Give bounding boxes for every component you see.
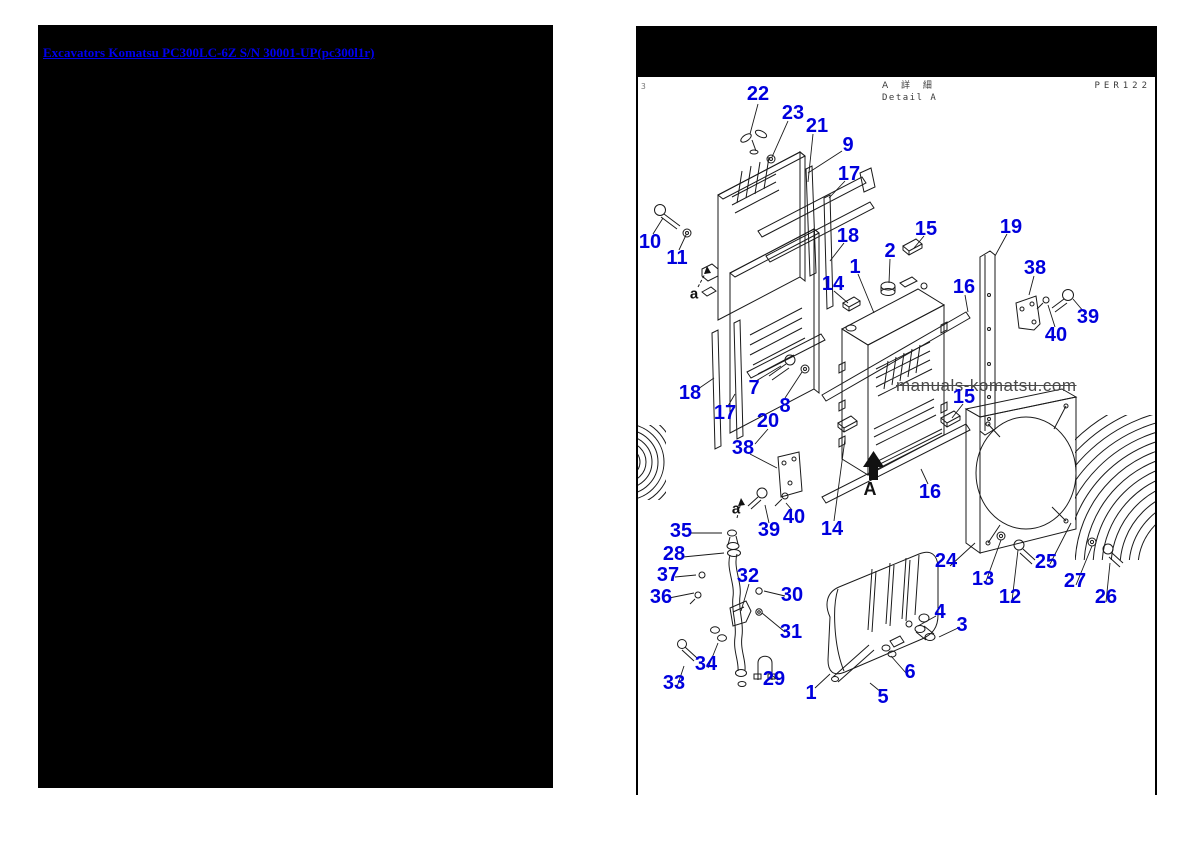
drawing-panel: 3 A 詳 細 Detail A PER122	[636, 26, 1157, 795]
view-label-a: a	[689, 285, 699, 303]
callout-36[interactable]: 36	[649, 586, 673, 608]
callout-22[interactable]: 22	[746, 83, 770, 105]
callout-20[interactable]: 20	[756, 410, 780, 432]
drawing-sheet: 3 A 詳 細 Detail A PER122	[636, 77, 1157, 795]
callout-1[interactable]: 1	[805, 682, 817, 704]
callout-37[interactable]: 37	[656, 564, 680, 586]
callout-28[interactable]: 28	[662, 543, 686, 565]
callout-27[interactable]: 27	[1063, 570, 1087, 592]
callout-39[interactable]: 39	[1076, 306, 1100, 328]
guard-panel-drawing	[711, 227, 826, 510]
callout-29[interactable]: 29	[762, 668, 786, 690]
callout-17[interactable]: 17	[713, 402, 737, 424]
callout-30[interactable]: 30	[780, 584, 804, 606]
callout-24[interactable]: 24	[934, 550, 958, 572]
callout-39[interactable]: 39	[757, 519, 781, 541]
fan-left-edge-drawing	[638, 425, 666, 500]
callout-38[interactable]: 38	[731, 437, 755, 459]
callout-6[interactable]: 6	[904, 661, 916, 683]
callout-16[interactable]: 16	[952, 276, 976, 298]
callout-21[interactable]: 21	[805, 115, 829, 137]
reservoir-tank-drawing	[826, 551, 939, 683]
fan-shroud-drawing	[964, 388, 1078, 554]
callout-15[interactable]: 15	[914, 218, 938, 240]
panel-top-bar	[636, 26, 1157, 77]
oil-cooler-drawing	[717, 150, 876, 321]
callout-26[interactable]: 26	[1094, 586, 1118, 608]
model-link[interactable]: Excavators Komatsu PC300LC-6Z S/N 30001-…	[43, 45, 375, 60]
radiator-drawing	[821, 238, 971, 504]
watermark: manuals-komatsu.com	[896, 376, 1077, 395]
shroud-fasteners-drawing	[996, 531, 1124, 568]
callout-40[interactable]: 40	[1044, 324, 1068, 346]
callout-40[interactable]: 40	[782, 506, 806, 528]
callout-11[interactable]: 11	[666, 247, 688, 269]
exploded-parts-drawing	[638, 103, 1155, 693]
left-black-panel: Excavators Komatsu PC300LC-6Z S/N 30001-…	[38, 25, 553, 788]
view-arrows	[863, 451, 884, 480]
callout-10[interactable]: 10	[638, 231, 662, 253]
callout-2[interactable]: 2	[884, 240, 896, 262]
callout-8[interactable]: 8	[779, 395, 791, 417]
corner-mark: 3	[641, 82, 646, 91]
callout-18[interactable]: 18	[836, 225, 860, 247]
callout-14[interactable]: 14	[820, 518, 844, 540]
callout-38[interactable]: 38	[1023, 257, 1047, 279]
callout-17[interactable]: 17	[837, 163, 861, 185]
top-fasteners-drawing	[654, 129, 776, 297]
callout-13[interactable]: 13	[971, 568, 995, 590]
view-label-a: a	[731, 500, 741, 518]
callout-7[interactable]: 7	[748, 377, 760, 399]
detail-title-en: Detail A	[882, 93, 938, 103]
callout-14[interactable]: 14	[821, 273, 845, 295]
detail-heading: A 詳 細 Detail A	[882, 78, 937, 103]
callout-1[interactable]: 1	[849, 256, 861, 278]
callout-9[interactable]: 9	[842, 134, 854, 156]
callout-34[interactable]: 34	[694, 653, 718, 675]
callout-16[interactable]: 16	[918, 481, 942, 503]
leader-lines	[652, 103, 1111, 693]
tube-assembly-drawing	[677, 529, 776, 687]
callout-15[interactable]: 15	[952, 386, 976, 408]
callout-23[interactable]: 23	[781, 102, 805, 124]
callout-32[interactable]: 32	[736, 565, 760, 587]
detail-title-jp: A 詳 細	[882, 81, 937, 91]
detail-a-arrows	[697, 266, 745, 519]
callout-19[interactable]: 19	[999, 216, 1023, 238]
callout-18[interactable]: 18	[678, 382, 702, 404]
view-label-A: A	[863, 479, 877, 499]
callout-35[interactable]: 35	[669, 520, 693, 542]
callout-3[interactable]: 3	[956, 614, 968, 636]
callout-4[interactable]: 4	[934, 601, 946, 623]
callout-25[interactable]: 25	[1034, 551, 1058, 573]
callout-33[interactable]: 33	[662, 672, 686, 694]
callout-12[interactable]: 12	[998, 586, 1022, 608]
callout-5[interactable]: 5	[877, 686, 889, 708]
sheet-code: PER122	[1094, 81, 1151, 91]
callout-31[interactable]: 31	[779, 621, 803, 643]
